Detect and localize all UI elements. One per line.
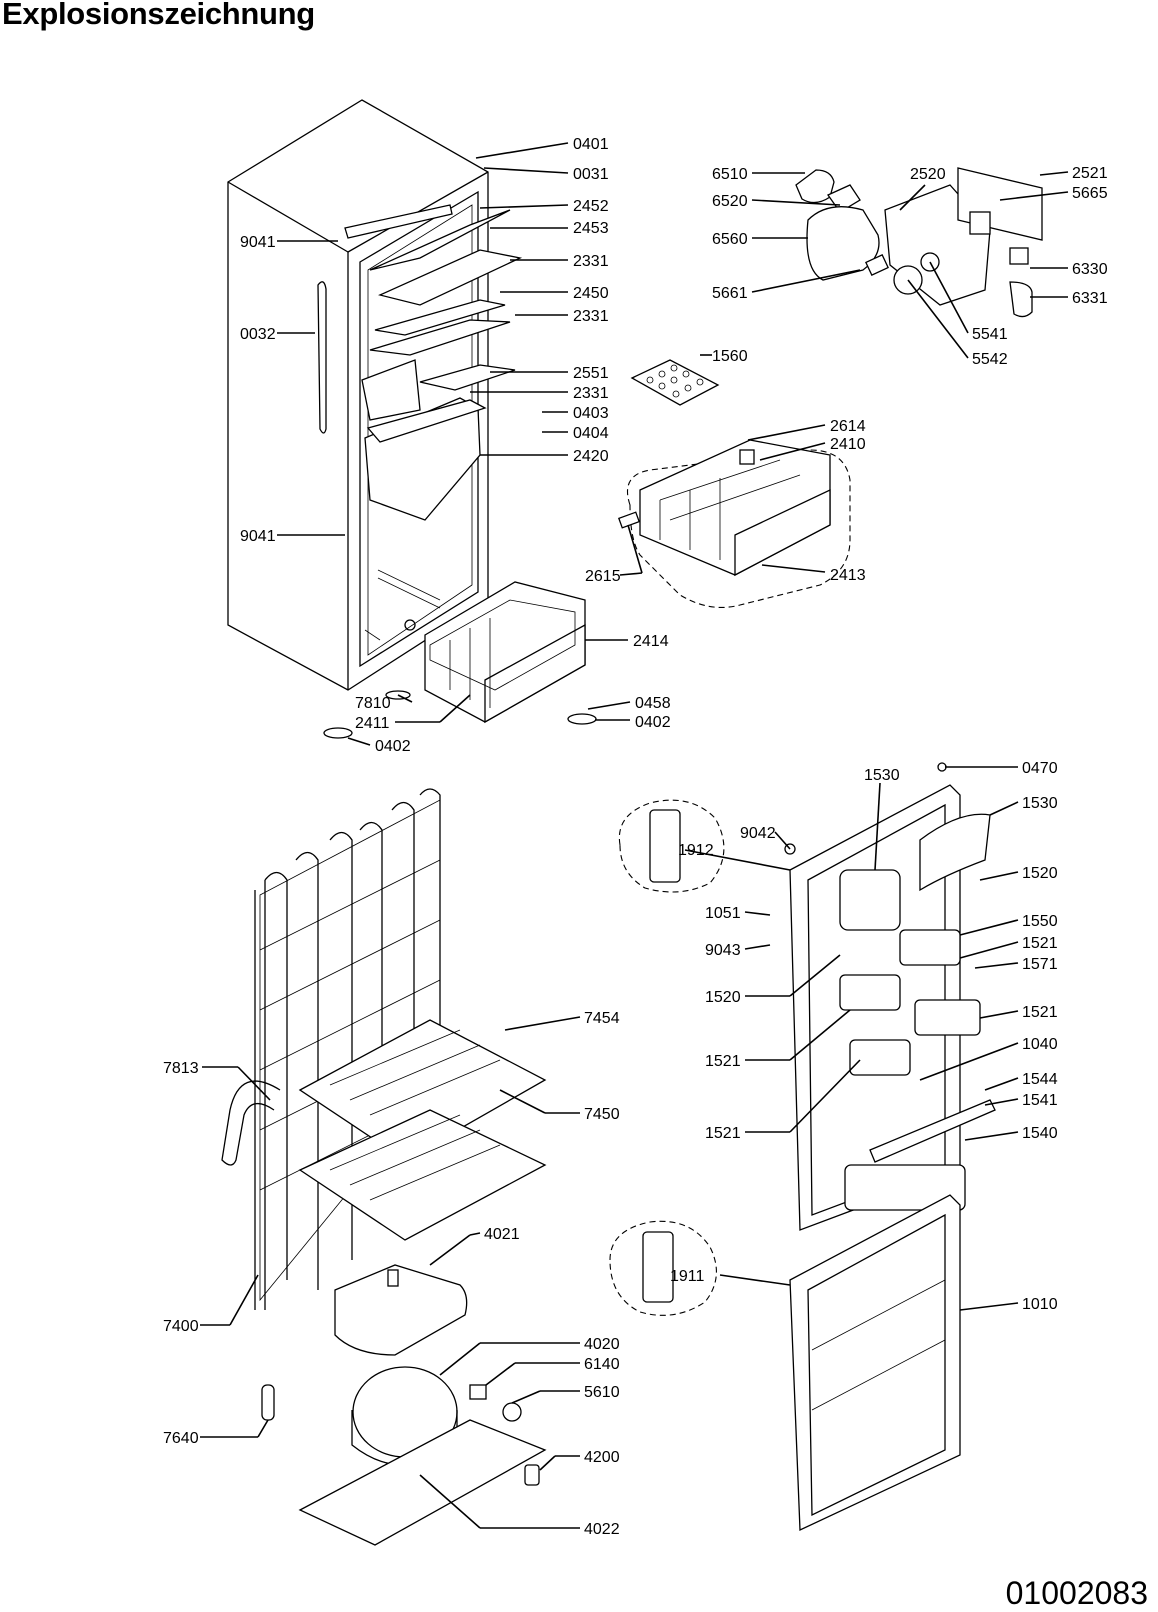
label-0403: 0403 xyxy=(573,405,609,422)
label-0401: 0401 xyxy=(573,136,609,153)
label-6520: 6520 xyxy=(712,193,748,210)
label-7450: 7450 xyxy=(584,1106,620,1123)
label-9041-top: 9041 xyxy=(240,234,276,251)
cabinet-drawing xyxy=(227,99,489,691)
label-2452: 2452 xyxy=(573,198,609,215)
label-1010: 1010 xyxy=(1022,1296,1058,1313)
label-0031: 0031 xyxy=(573,166,609,183)
label-4020: 4020 xyxy=(584,1336,620,1353)
label-6331: 6331 xyxy=(1072,290,1108,307)
document-number: 01002083 xyxy=(1005,1575,1148,1611)
label-4022: 4022 xyxy=(584,1521,620,1538)
label-5541: 5541 xyxy=(972,326,1008,343)
label-1040: 1040 xyxy=(1022,1036,1058,1053)
part-labels: 0401 0031 2452 2453 2331 2450 2331 2551 … xyxy=(163,136,1108,1538)
label-5542: 5542 xyxy=(972,351,1008,368)
label-7400: 7400 xyxy=(163,1318,199,1335)
label-1521-c: 1521 xyxy=(705,1053,741,1070)
foot-left xyxy=(323,727,353,739)
condenser-drawing xyxy=(221,788,547,1546)
label-9041-low: 9041 xyxy=(240,528,276,545)
ice-tray-drawing xyxy=(630,359,720,406)
label-2410: 2410 xyxy=(830,436,866,453)
crisper-basket-drawing xyxy=(617,439,851,608)
label-4021: 4021 xyxy=(484,1226,520,1243)
freezer-drawer-drawing xyxy=(385,581,586,724)
label-7810: 7810 xyxy=(355,695,391,712)
shelves-drawing xyxy=(366,209,523,443)
label-0470: 0470 xyxy=(1022,760,1058,777)
label-5661: 5661 xyxy=(712,285,748,302)
doors-drawing xyxy=(609,762,996,1532)
page-title: Explosionszeichnung xyxy=(2,0,315,31)
label-2331-mid: 2331 xyxy=(573,308,609,325)
label-0032: 0032 xyxy=(240,326,276,343)
label-2453: 2453 xyxy=(573,220,609,237)
label-7454: 7454 xyxy=(584,1010,620,1027)
label-2521: 2521 xyxy=(1072,165,1108,182)
leader-lines xyxy=(200,142,1069,1529)
label-2331-low: 2331 xyxy=(573,385,609,402)
label-6330: 6330 xyxy=(1072,261,1108,278)
label-1521-b: 1521 xyxy=(1022,1004,1058,1021)
label-0458: 0458 xyxy=(635,695,671,712)
label-6510: 6510 xyxy=(712,166,748,183)
foot-right xyxy=(567,713,597,725)
label-2551: 2551 xyxy=(573,365,609,382)
label-1530-left: 1530 xyxy=(864,767,900,784)
label-5665: 5665 xyxy=(1072,185,1108,202)
fan-assembly-drawing xyxy=(795,167,1043,318)
label-2450: 2450 xyxy=(573,285,609,302)
label-1521-d: 1521 xyxy=(705,1125,741,1142)
label-7640: 7640 xyxy=(163,1430,199,1447)
label-1540: 1540 xyxy=(1022,1125,1058,1142)
label-2614: 2614 xyxy=(830,418,866,435)
label-1571: 1571 xyxy=(1022,956,1058,973)
label-2414: 2414 xyxy=(633,633,669,650)
label-7813: 7813 xyxy=(163,1060,199,1077)
label-0402-right: 0402 xyxy=(635,714,671,731)
label-2615: 2615 xyxy=(585,568,621,585)
label-2411: 2411 xyxy=(355,715,390,732)
label-0404: 0404 xyxy=(573,425,609,442)
label-9043: 9043 xyxy=(705,942,741,959)
label-1544: 1544 xyxy=(1022,1071,1058,1088)
label-5610: 5610 xyxy=(584,1384,620,1401)
label-1541: 1541 xyxy=(1022,1092,1058,1109)
label-0402-left: 0402 xyxy=(375,738,411,755)
label-1912: 1912 xyxy=(678,842,714,859)
label-1530-right: 1530 xyxy=(1022,795,1058,812)
label-2413: 2413 xyxy=(830,567,866,584)
label-9042: 9042 xyxy=(740,825,776,842)
label-4200: 4200 xyxy=(584,1449,620,1466)
label-6140: 6140 xyxy=(584,1356,620,1373)
label-1911: 1911 xyxy=(670,1268,705,1285)
label-1520-left: 1520 xyxy=(705,989,741,1006)
label-2520: 2520 xyxy=(910,166,946,183)
label-1550: 1550 xyxy=(1022,913,1058,930)
label-1051: 1051 xyxy=(705,905,741,922)
label-1521-a: 1521 xyxy=(1022,935,1058,952)
label-1520-right: 1520 xyxy=(1022,865,1058,882)
label-2420: 2420 xyxy=(573,448,609,465)
label-2331-top: 2331 xyxy=(573,253,609,270)
label-6560: 6560 xyxy=(712,231,748,248)
label-1560: 1560 xyxy=(712,348,748,365)
